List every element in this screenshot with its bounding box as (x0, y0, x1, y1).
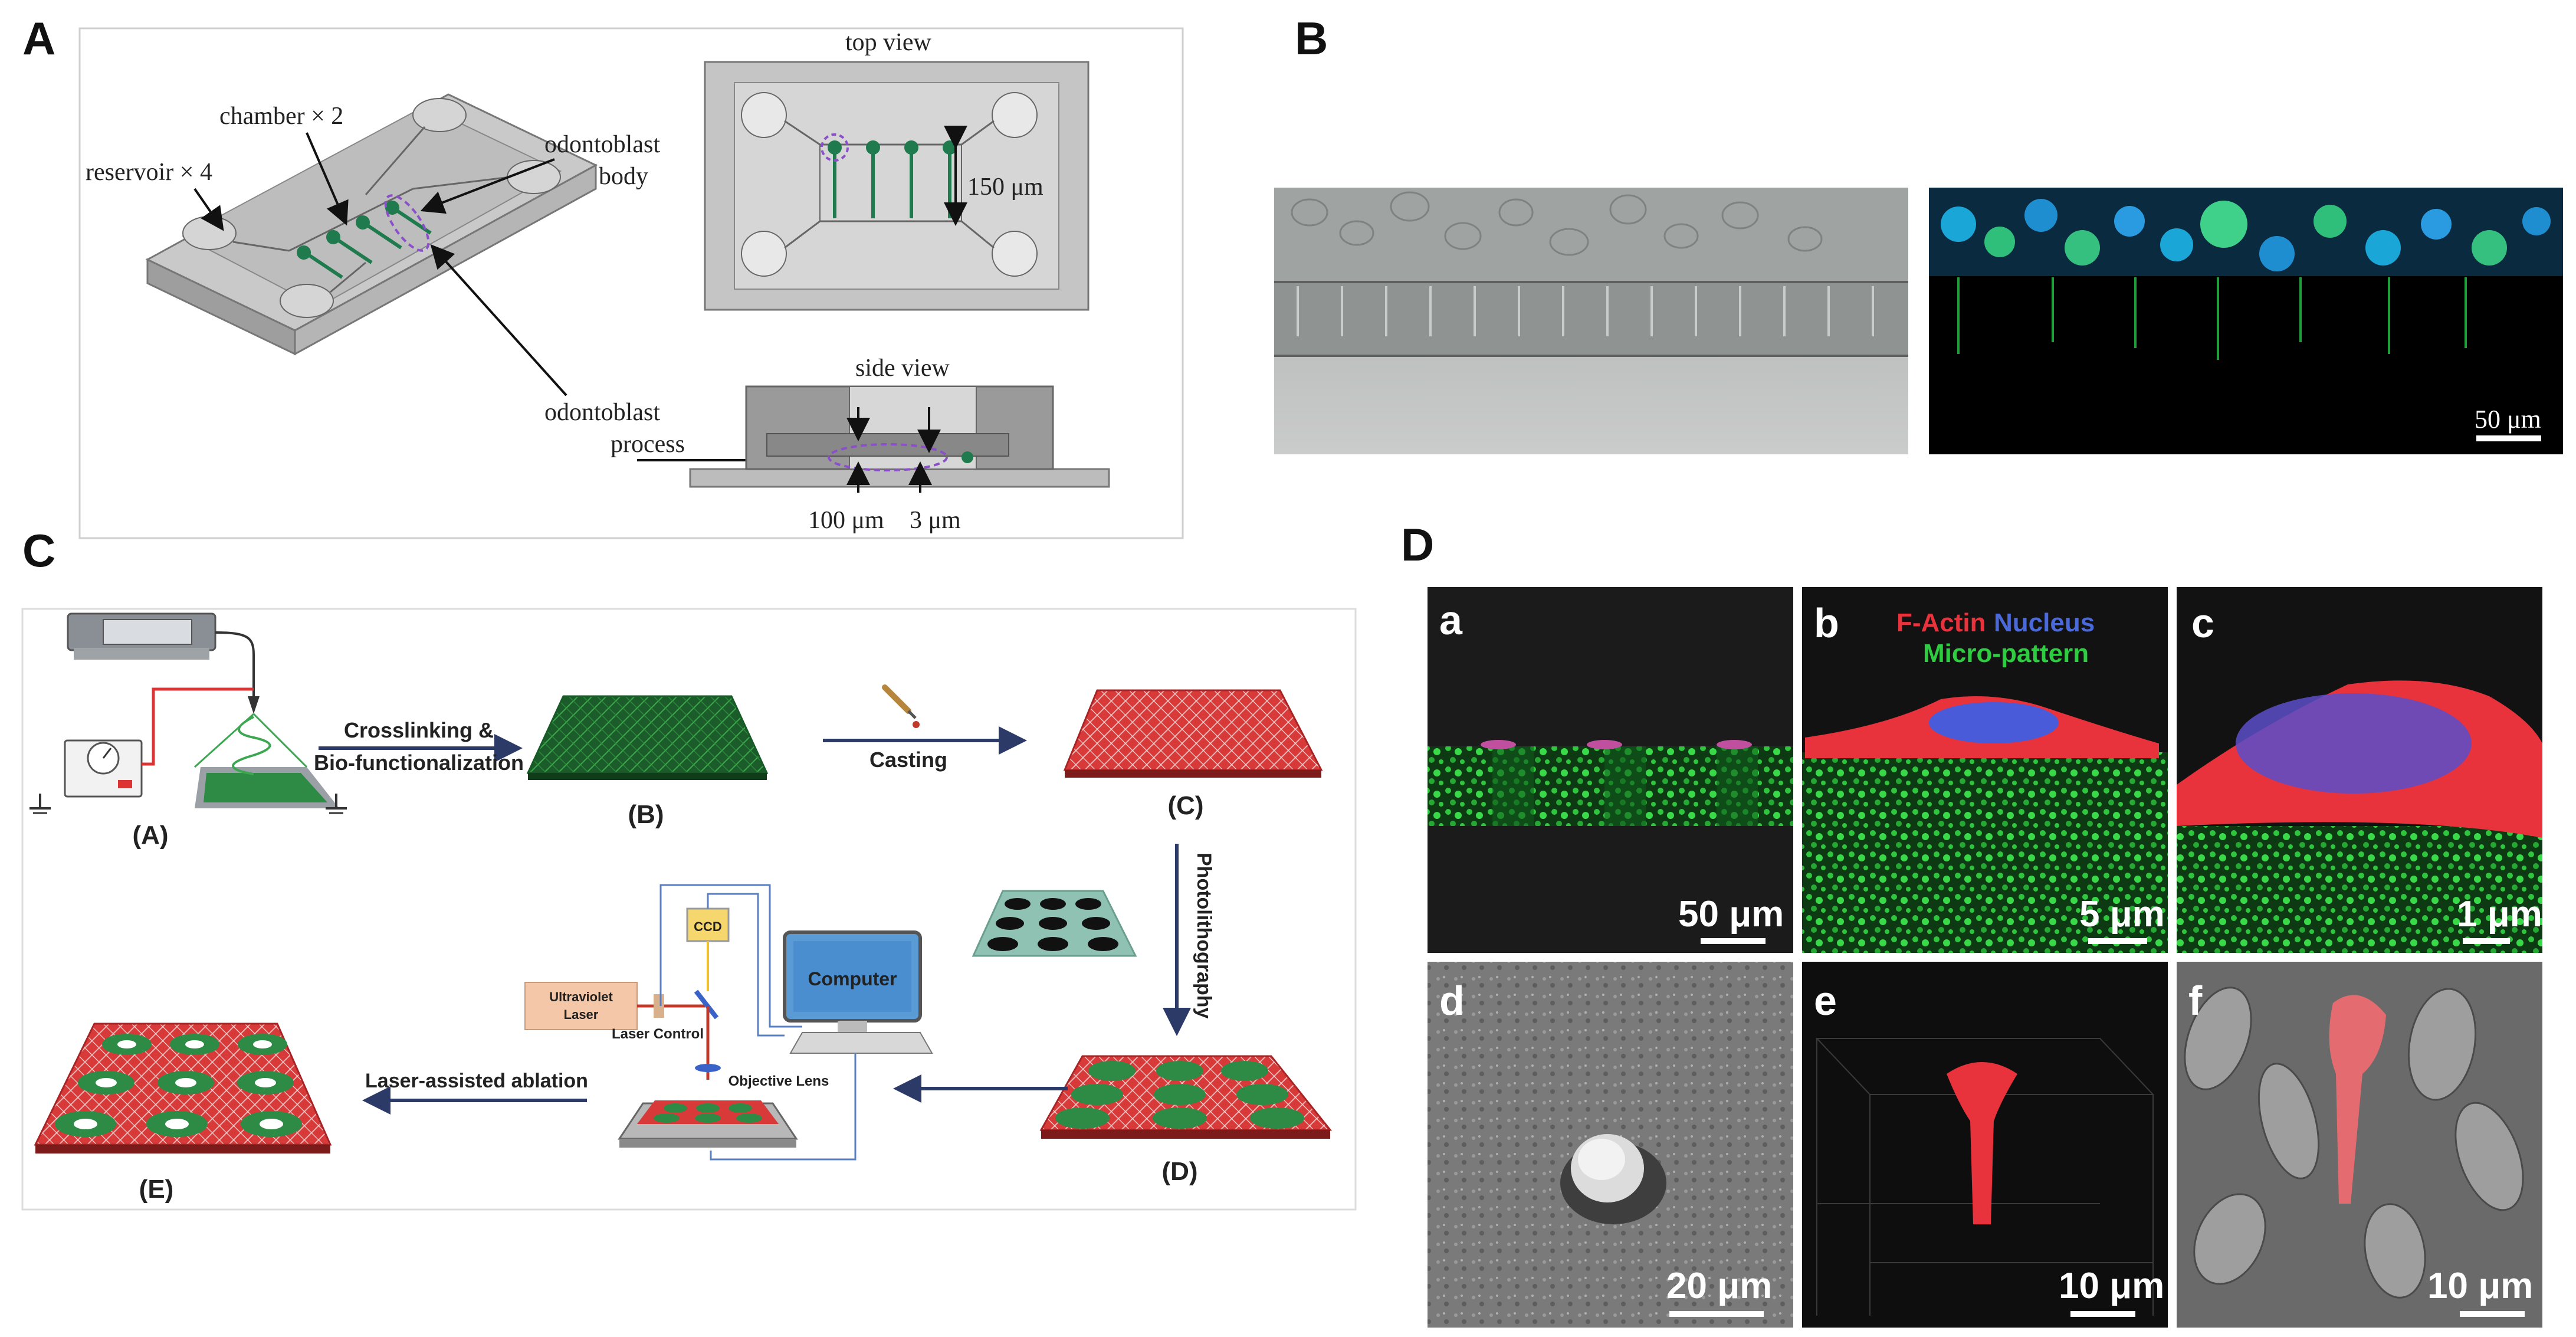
micrograph-e: e 10 μm (1802, 962, 2168, 1328)
sublabel-e: e (1814, 978, 1837, 1024)
micrograph-c: c 1 μm (2177, 587, 2542, 953)
label-ccd: CCD (694, 919, 722, 934)
legend-factin: F-Actin (1896, 608, 1986, 637)
patterned-scaffold-d (1039, 1055, 1333, 1139)
panel-b: B (1274, 12, 2563, 454)
step-label-a: (A) (132, 821, 168, 850)
legend-micropattern: Micro-pattern (1923, 639, 2089, 668)
fluorescence-micrograph: 50 μm (1929, 188, 2563, 454)
label-laser-control: Laser Control (612, 1026, 704, 1042)
sublabel-c: c (2191, 600, 2214, 646)
micrograph-b: b F-Actin Nucleus Micro-pattern 5 μm (1802, 587, 2168, 953)
micrograph-d: d 20 μm (1428, 962, 1793, 1328)
sublabel-a: a (1439, 597, 1463, 643)
label-chamber: chamber × 2 (219, 103, 343, 130)
text-crosslinking-2: Bio-functionalization (314, 751, 524, 775)
red-scaffold-c (1063, 689, 1323, 778)
sublabel-d: d (1439, 978, 1465, 1024)
label-reservoir: reservoir × 4 (86, 159, 212, 186)
top-view-diagram (704, 61, 1090, 311)
label-side-view: side view (855, 355, 950, 382)
arrow-chamber (306, 132, 349, 226)
arrow-odontoblast-body (420, 158, 555, 214)
side-view-diagram (689, 385, 1110, 493)
scalebar-f: 10 μm (2427, 1266, 2533, 1306)
electrospinning-setup (29, 612, 347, 814)
label-150um: 150 μm (967, 173, 1043, 201)
panel-letter-c: C (22, 525, 55, 576)
label-3um: 3 μm (910, 507, 961, 534)
sublabel-f: f (2188, 978, 2203, 1024)
step-label-d: (D) (1161, 1157, 1197, 1186)
final-scaffold-e (34, 1023, 332, 1154)
label-odontoblast-process-2: process (611, 431, 685, 458)
label-odontoblast-process-1: odontoblast (544, 399, 660, 426)
panel-d: D a 50 μm b F-Actin Nucleus Micro-patter… (1401, 519, 2542, 1328)
label-computer: Computer (808, 968, 897, 989)
scalebar-d: 20 μm (1666, 1266, 1772, 1306)
text-laser-ablation: Laser-assisted ablation (365, 1070, 588, 1092)
label-odontoblast-body-1: odontoblast (544, 131, 660, 158)
micrograph-f: f 10 μm (2177, 962, 2542, 1328)
step-label-c: (C) (1167, 791, 1203, 820)
step-label-b: (B) (628, 800, 664, 829)
panel-c: C (A) Crosslinking & (21, 525, 1357, 1211)
text-casting: Casting (869, 748, 947, 772)
scalebar-b: 5 μm (2079, 894, 2165, 935)
label-100um: 100 μm (808, 507, 884, 534)
arrow-odontoblast-process (430, 244, 567, 396)
label-top-view: top view (845, 29, 931, 56)
scalebar-a: 50 μm (1678, 894, 1784, 935)
laser-ablation-setup: CCD Computer Ultraviolet Laser Laser Con… (524, 884, 933, 1161)
panel-a: A reservoir × 4 c (22, 12, 1184, 539)
micrograph-a: a 50 μm (1428, 587, 1793, 953)
label-odontoblast-body-2: body (599, 163, 648, 190)
dropper-icon (882, 684, 920, 728)
step-label-e: (E) (139, 1175, 174, 1204)
scalebar-c: 1 μm (2457, 894, 2542, 935)
label-uv-laser-1: Ultraviolet (549, 989, 613, 1004)
sublabel-b: b (1814, 600, 1839, 646)
scalebar-e: 10 μm (2059, 1266, 2164, 1306)
photomask (972, 890, 1137, 957)
text-crosslinking-1: Crosslinking & (344, 718, 494, 742)
green-scaffold-b (526, 695, 769, 780)
panel-letter-a: A (22, 12, 55, 64)
label-uv-laser-2: Laser (564, 1007, 599, 1022)
panel-letter-d: D (1401, 519, 1434, 571)
panel-letter-b: B (1295, 12, 1328, 64)
scalebar-label-b: 50 μm (2475, 405, 2541, 434)
arrow-reservoir (193, 188, 224, 231)
label-objective-lens: Objective Lens (729, 1073, 829, 1089)
brightfield-micrograph (1274, 188, 1908, 454)
legend-nucleus: Nucleus (1994, 608, 2095, 637)
text-photolithography: Photolithography (1193, 853, 1215, 1019)
